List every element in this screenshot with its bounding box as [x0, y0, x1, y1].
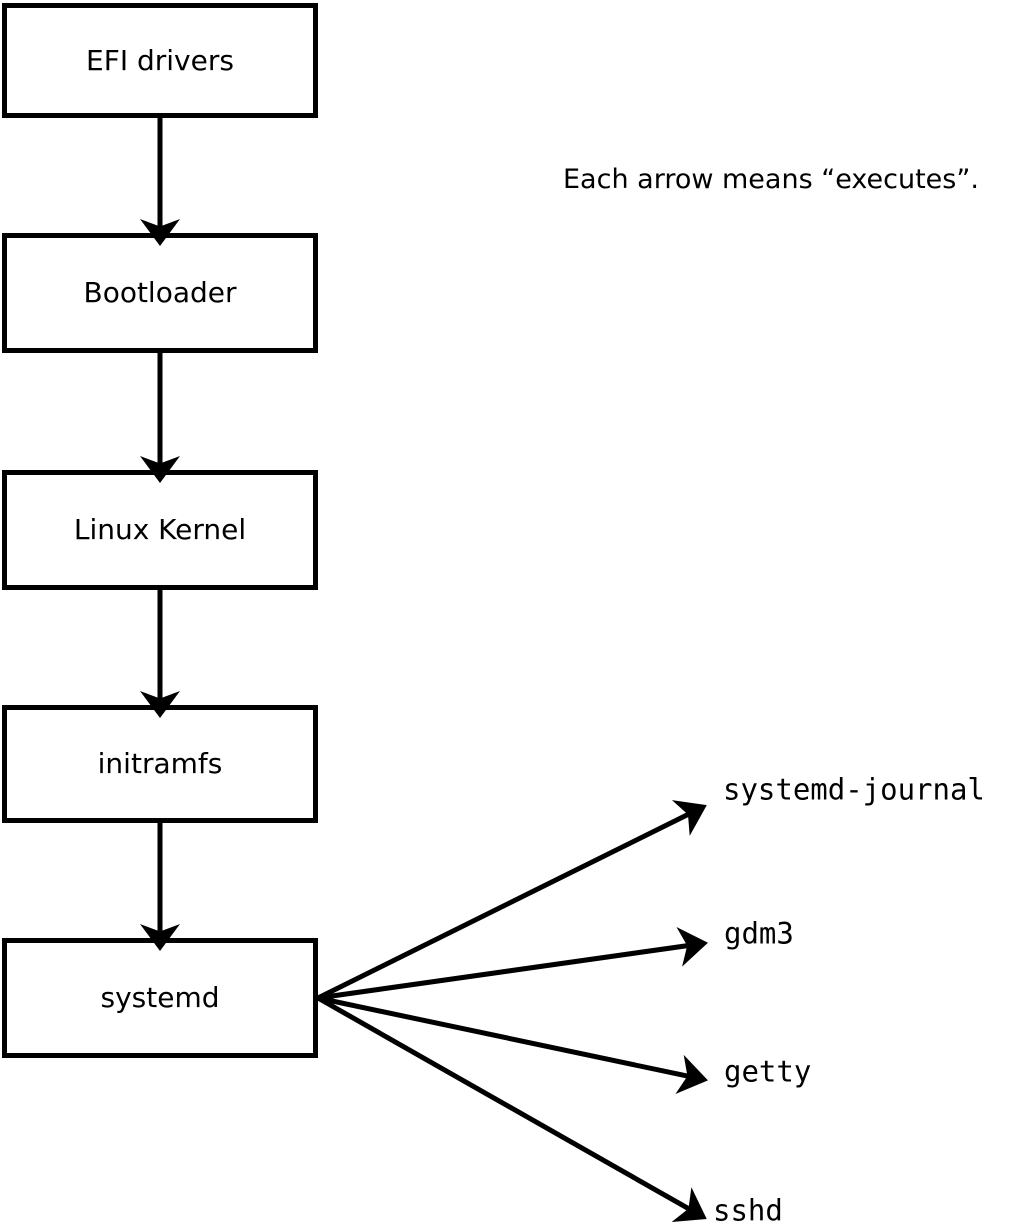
process-box-label: Bootloader	[83, 276, 237, 309]
process-box-bootloader: Bootloader	[2, 233, 318, 353]
legend-note: Each arrow means “executes”.	[563, 164, 979, 195]
service-label-getty: getty	[724, 1054, 812, 1089]
process-box-linux-kernel: Linux Kernel	[2, 470, 318, 590]
process-box-label: Linux Kernel	[73, 513, 247, 546]
fanout-arrow-group	[316, 800, 708, 1223]
process-box-systemd: systemd	[2, 938, 318, 1058]
process-box-label: systemd	[100, 981, 220, 1014]
process-box-initramfs: initramfs	[2, 705, 318, 823]
service-label-systemd-journal: systemd-journal	[723, 772, 985, 807]
fanout-arrow	[317, 926, 708, 1001]
fanout-arrow	[317, 995, 708, 1094]
process-box-efi-drivers: EFI drivers	[2, 3, 318, 118]
fanout-arrow	[316, 800, 707, 1001]
process-box-label: initramfs	[97, 747, 223, 780]
process-box-label: EFI drivers	[86, 43, 234, 77]
service-label-gdm3: gdm3	[724, 916, 794, 951]
fanout-arrow	[316, 995, 707, 1223]
service-label-sshd: sshd	[713, 1193, 783, 1228]
